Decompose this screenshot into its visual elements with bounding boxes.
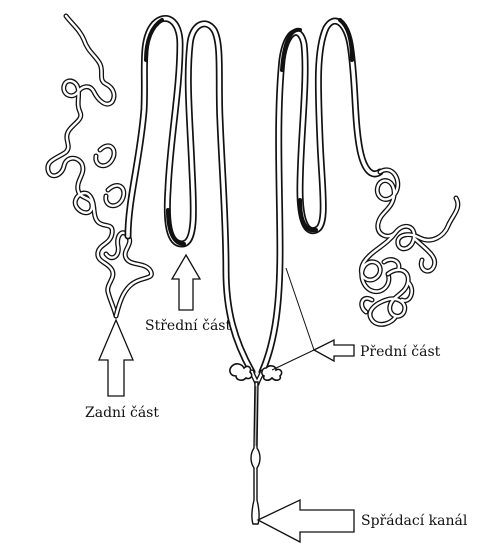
label-middle-part: Střední část	[145, 318, 231, 334]
filippi-gland-left	[230, 364, 252, 380]
filippi-gland-right	[262, 366, 282, 380]
posterior-part-arrow	[99, 320, 133, 396]
middle-part-arrow	[172, 255, 200, 310]
right-silk-gland	[262, 20, 458, 372]
right-middle-part	[262, 20, 380, 372]
label-posterior-part: Zadní část	[85, 405, 159, 421]
spinning-duct	[230, 364, 282, 524]
duct-arrow	[258, 500, 354, 542]
label-anterior-part: Přední část	[360, 344, 441, 360]
anterior-part-arrow	[314, 340, 354, 361]
label-spinning-duct: Spřádací kanál	[361, 513, 468, 529]
right-posterior-part	[361, 170, 458, 325]
